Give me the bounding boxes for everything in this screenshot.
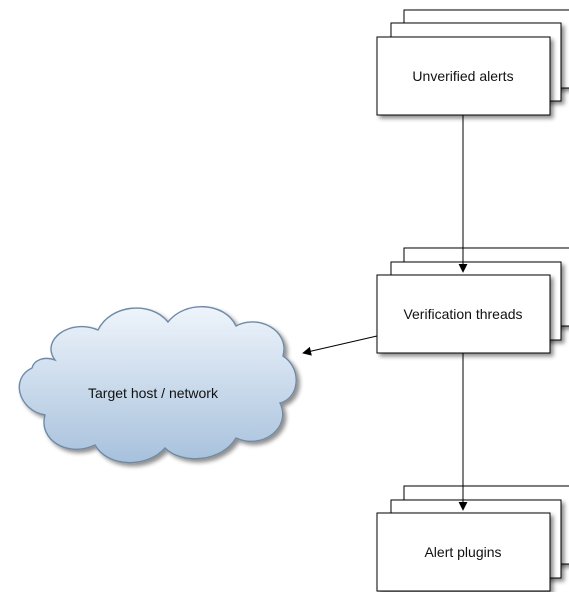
unverified-alerts-label: Unverified alerts: [412, 68, 513, 84]
verification-threads-label: Verification threads: [403, 306, 522, 322]
target-host-label: Target host / network: [88, 385, 219, 401]
verification-threads-node: Verification threads: [376, 247, 569, 354]
stack-layer-front: [376, 512, 551, 592]
alert-plugins-label: Alert plugins: [424, 544, 501, 560]
unverified-alerts-node: Unverified alerts: [376, 9, 569, 116]
cloud-shape: [18, 306, 297, 464]
target-host-cloud: Target host / network: [18, 306, 297, 464]
edge-verification-to-target: [302, 335, 378, 356]
alert-plugins-node: Alert plugins: [376, 485, 569, 592]
stack-layer-front: [376, 274, 551, 354]
